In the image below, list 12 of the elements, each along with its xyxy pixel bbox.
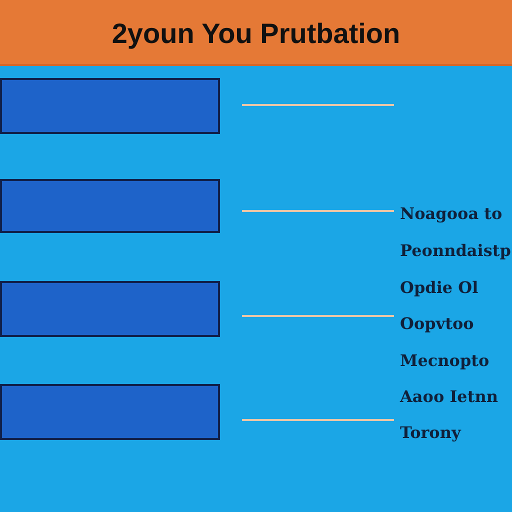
panel-box xyxy=(0,179,220,233)
side-note: Opdie Ol xyxy=(400,278,478,297)
side-note: Noagooa to xyxy=(400,204,502,223)
side-note: Torony xyxy=(400,423,461,442)
title: 2youn You Prutbation xyxy=(110,18,402,50)
side-note: Peonndaistp xyxy=(400,241,511,260)
side-note: Mecnopto xyxy=(400,351,490,370)
side-note: Aaoo Ietnn xyxy=(400,387,498,406)
panel-box xyxy=(0,78,220,134)
side-note: Oopvtoo xyxy=(400,314,474,333)
panel-box xyxy=(0,384,220,440)
panel-box xyxy=(0,281,220,337)
